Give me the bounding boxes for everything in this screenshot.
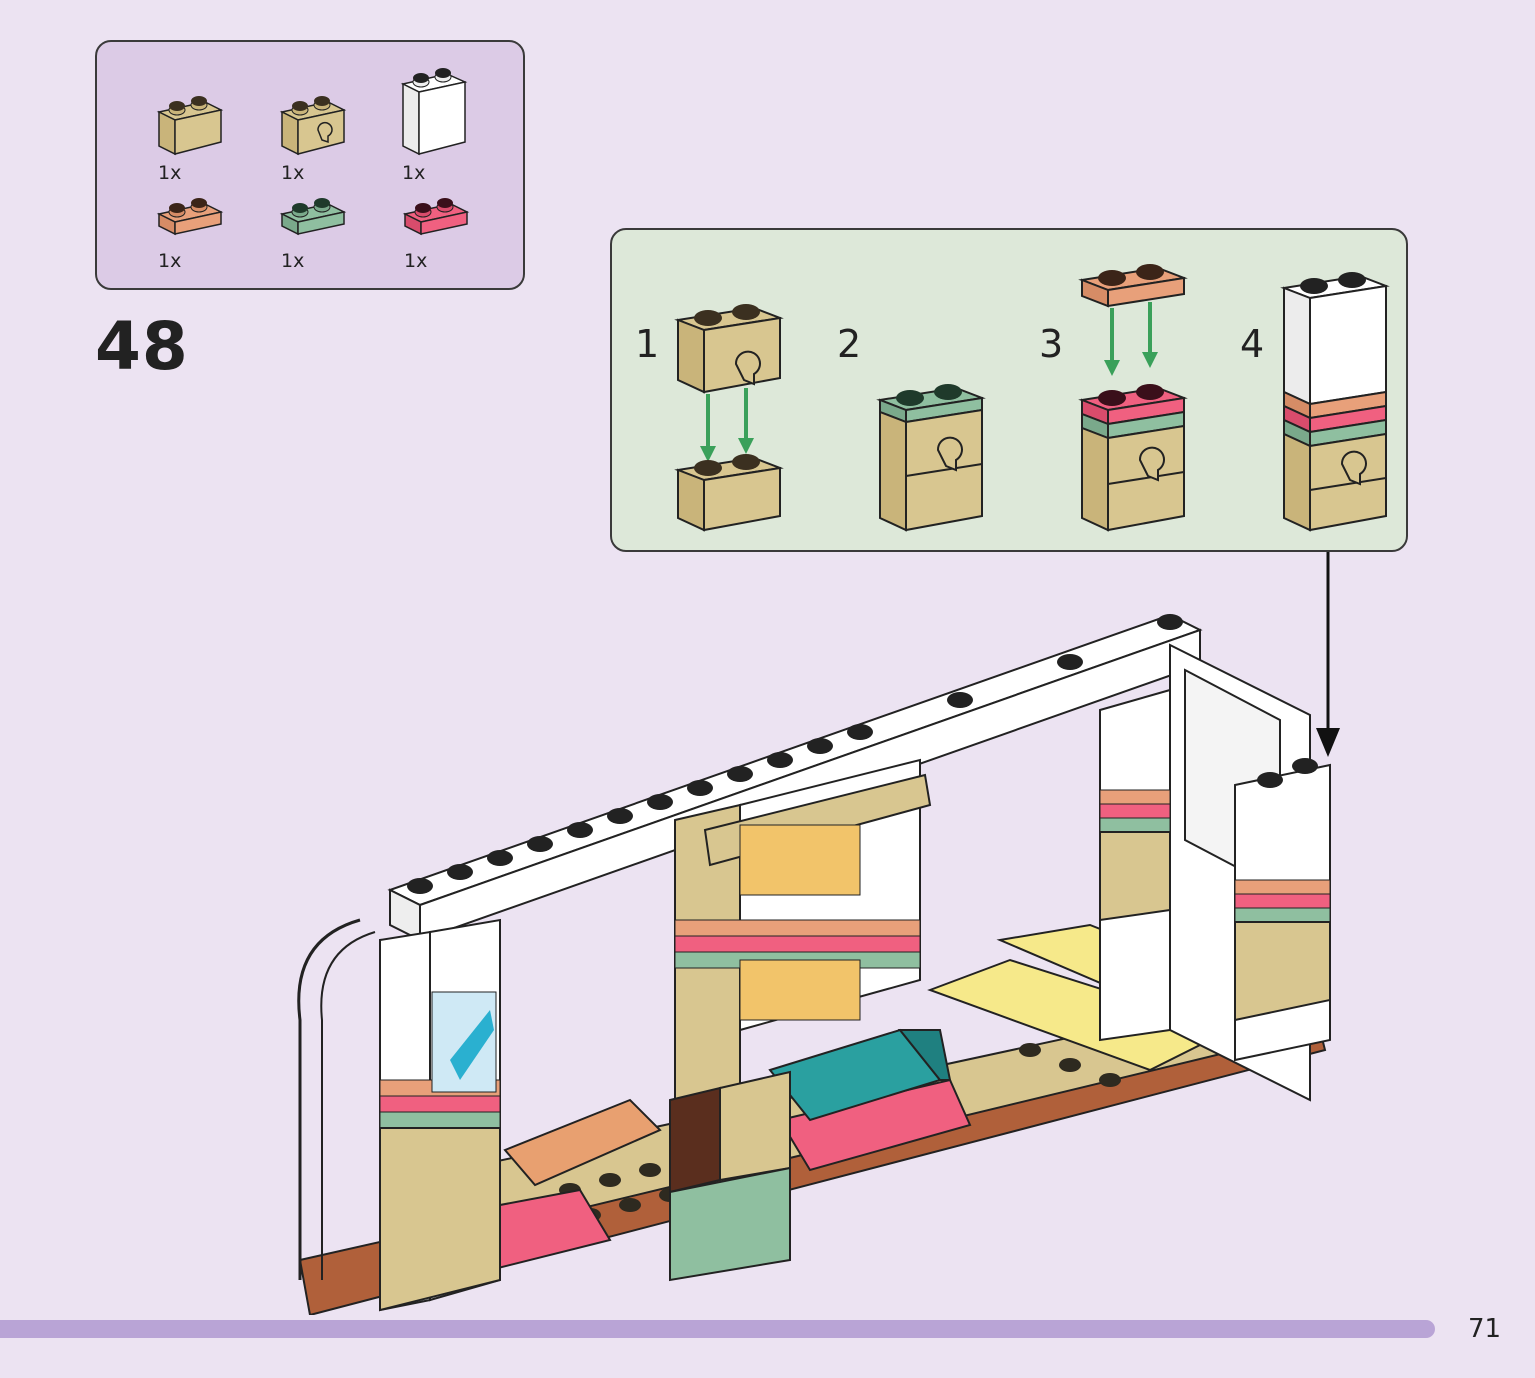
main-model-illustration	[250, 560, 1350, 1319]
part-sand-green-plate: 1x	[278, 192, 368, 292]
part-qty: 1x	[404, 250, 428, 272]
part-qty: 1x	[158, 162, 182, 184]
part-orange-plate: 1x	[155, 192, 245, 292]
part-tan-brick-with-clip: 1x	[278, 90, 368, 190]
page-footer-bar	[0, 1320, 1435, 1338]
part-white-tall-brick: 1x	[399, 64, 489, 184]
parts-list-box: 1x 1x 1x	[95, 40, 525, 290]
substep-1-model	[674, 290, 794, 544]
part-qty: 1x	[281, 162, 305, 184]
substep-label-2: 2	[837, 322, 862, 366]
substep-3-model	[1078, 250, 1198, 544]
sub-assembly-box: 1 2 3 4	[610, 228, 1408, 552]
substep-2-model	[876, 370, 996, 544]
callout-arrow	[1300, 552, 1360, 776]
page-number: 71	[1468, 1314, 1502, 1344]
substep-label-4: 4	[1240, 322, 1265, 366]
substep-label-1: 1	[635, 322, 660, 366]
part-qty: 1x	[402, 162, 426, 184]
step-number: 48	[95, 308, 189, 385]
part-qty: 1x	[281, 250, 305, 272]
part-tan-brick: 1x	[155, 90, 245, 190]
substep-label-3: 3	[1039, 322, 1064, 366]
part-qty: 1x	[158, 250, 182, 272]
part-coral-plate: 1x	[401, 192, 491, 292]
substep-4-model	[1280, 258, 1400, 542]
